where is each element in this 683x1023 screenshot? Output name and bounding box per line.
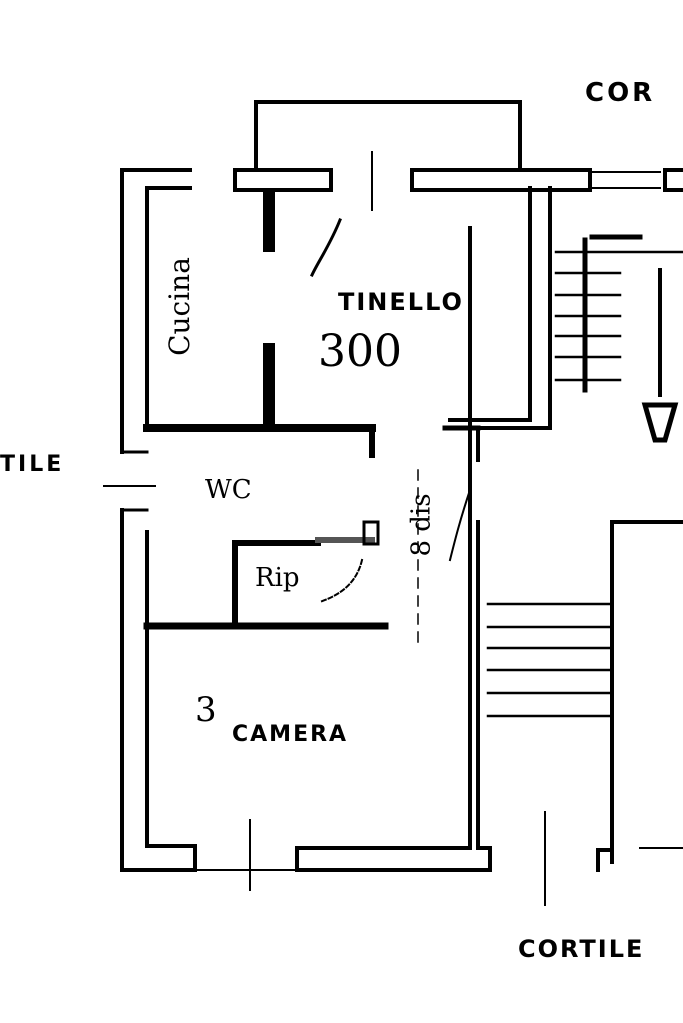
balcony-outline [254,100,522,172]
label-cortile-top: COR [585,78,656,108]
label-tinello: TINELLO [338,288,464,316]
wall-top-left [233,168,333,192]
label-cortile-bottom: CORTILE [518,935,645,963]
label-cortile-left: TILE [0,452,65,477]
label-disimpegno: 8 dis [406,493,437,557]
wall-ripostiglio [232,540,321,628]
label-wc: WC [205,475,252,505]
stair-treads-upper [554,250,683,382]
label-ripostiglio: Rip [255,563,300,593]
wall-outer-left [120,168,192,454]
wall-bottom [295,226,472,872]
label-tinello-area: 300 [318,326,402,377]
stair-treads-lower [486,602,614,718]
wall-kitchen-partition [263,188,275,252]
label-camera: CAMERA [232,722,349,747]
label-cucina: Cucina [162,257,196,356]
stair-lower-outline [610,520,683,864]
label-camera-area: 3 [195,690,217,730]
wall-top-right [410,168,592,192]
